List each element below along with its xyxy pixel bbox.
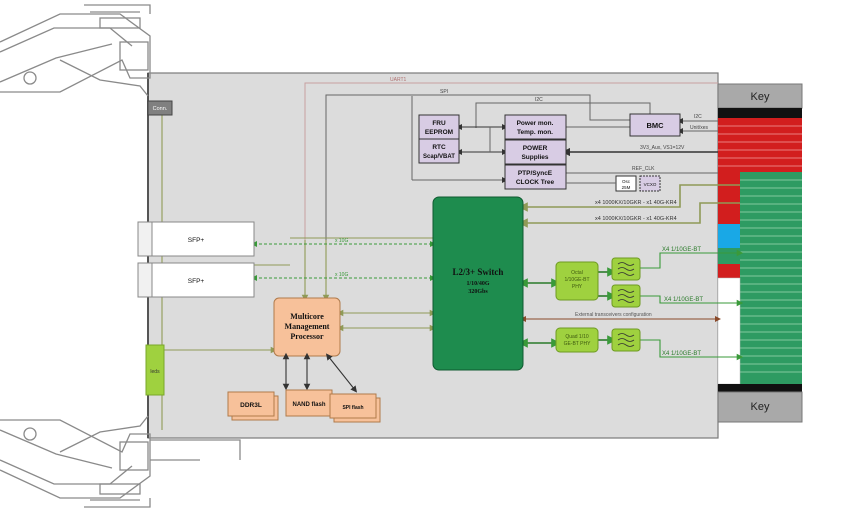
svg-text:RTC: RTC [432, 144, 446, 151]
svg-text:NAND flash: NAND flash [292, 402, 325, 408]
power-monitor-block: Power mon. Temp. mon. [504, 114, 567, 140]
bt-link-1-label: X4 1/10GE-BT [662, 247, 701, 253]
i2c-top-label: I2C [535, 97, 543, 103]
svg-text:PHY: PHY [572, 284, 583, 290]
svg-text:EEPROM: EEPROM [425, 129, 453, 136]
svg-text:Scap/VBAT: Scap/VBAT [423, 154, 455, 160]
l2-l3-switch-block: L2/3+ Switch 1/10/40G 320Gbs [432, 196, 524, 371]
bmc-block: BMC [629, 113, 681, 137]
nand-flash-block: NAND flash [285, 389, 333, 417]
bt-link-2-label: X4 1/10GE-BT [664, 297, 703, 303]
svg-text:Octal: Octal [571, 270, 583, 276]
i2c-right-label: I2C [694, 114, 702, 120]
oscillator-block: Osc 25M [615, 175, 637, 192]
magnetics-3-icon [611, 328, 641, 352]
multicore-processor-block: Multicore Management Processor [273, 297, 341, 357]
svg-text:SPI flash: SPI flash [342, 405, 363, 411]
key-label-bottom: Key [751, 401, 770, 413]
quad-phy-block: Quad 1/10 GE-BT PHY [555, 327, 599, 353]
svg-text:Quad 1/10: Quad 1/10 [565, 334, 589, 340]
power-input-label: 3V3_Aux, VS1=12V [640, 145, 685, 151]
conn-block: Conn. [147, 100, 173, 116]
external-transceivers-label: External transceivers configuration [575, 312, 652, 318]
svg-text:Conn.: Conn. [153, 106, 168, 112]
svg-text:PTP/SyncE: PTP/SyncE [518, 170, 553, 177]
svg-text:SFP+: SFP+ [188, 278, 205, 285]
ref-clk-label: REF_CLK [632, 166, 655, 172]
ddr3l-block: DDR3L [227, 391, 279, 421]
svg-text:FRU: FRU [432, 120, 446, 127]
fru-eeprom-block: FRU EEPROM [418, 114, 460, 140]
spi-flash-block: SPI flash [329, 393, 381, 423]
ejector-handle-top[interactable] [0, 4, 151, 97]
svg-text:Management: Management [285, 322, 330, 331]
svg-text:BMC: BMC [646, 121, 664, 130]
svg-text:POWER: POWER [523, 145, 548, 152]
sfp-link-1-label: x 10G [335, 238, 348, 244]
kr4-link-a-label: x4 1000KX/10GKR - x1 40G-KR4 [595, 200, 677, 206]
key-label-top: Key [751, 91, 770, 103]
svg-text:SFP+: SFP+ [188, 237, 205, 244]
svg-text:DDR3L: DDR3L [240, 402, 262, 409]
bt-link-3-label: X4 1/10GE-BT [662, 351, 701, 357]
svg-text:L2/3+ Switch: L2/3+ Switch [453, 267, 504, 277]
spi-signal-label: SPI [440, 89, 448, 95]
svg-text:VCXO: VCXO [644, 182, 657, 187]
svg-text:25M: 25M [622, 185, 631, 190]
uart-signal-label: UART1 [390, 77, 407, 83]
vcxo-block: VCXO [639, 175, 661, 192]
svg-text:CLOCK Tree: CLOCK Tree [516, 179, 555, 186]
magnetics-2-icon [611, 284, 641, 308]
svg-text:1/10/40G: 1/10/40G [466, 281, 489, 287]
leds-block: leds [145, 344, 165, 396]
sfp-cage-2[interactable]: SFP+ [137, 262, 255, 298]
svg-text:320Gbs: 320Gbs [468, 289, 488, 295]
svg-text:Supplies: Supplies [521, 154, 548, 161]
kr4-link-b-label: x4 1000KX/10GKR - x1 40G-KR4 [595, 216, 677, 222]
svg-text:Power mon.: Power mon. [517, 120, 554, 127]
ptp-clock-block: PTP/SyncE CLOCK Tree [504, 164, 567, 190]
svg-text:leds: leds [150, 369, 160, 375]
rtc-block: RTC Scap/VBAT [418, 138, 460, 164]
svg-text:Osc: Osc [622, 179, 631, 184]
magnetics-1-icon [611, 257, 641, 281]
svg-text:Multicore: Multicore [290, 312, 324, 321]
svg-text:1/10GE-BT: 1/10GE-BT [564, 277, 589, 283]
svg-text:GE-BT PHY: GE-BT PHY [564, 341, 592, 347]
unitxes-label: Unit/xes [690, 125, 709, 131]
octal-phy-block: Octal 1/10GE-BT PHY [555, 261, 599, 301]
svg-text:Processor: Processor [290, 332, 324, 341]
ejector-handle-bottom[interactable] [0, 415, 241, 508]
svg-text:Temp. mon.: Temp. mon. [517, 129, 553, 136]
sfp-cage-1[interactable]: SFP+ [137, 221, 255, 257]
power-supplies-block: POWER Supplies [504, 139, 567, 165]
sfp-link-2-label: x 10G [335, 272, 348, 278]
